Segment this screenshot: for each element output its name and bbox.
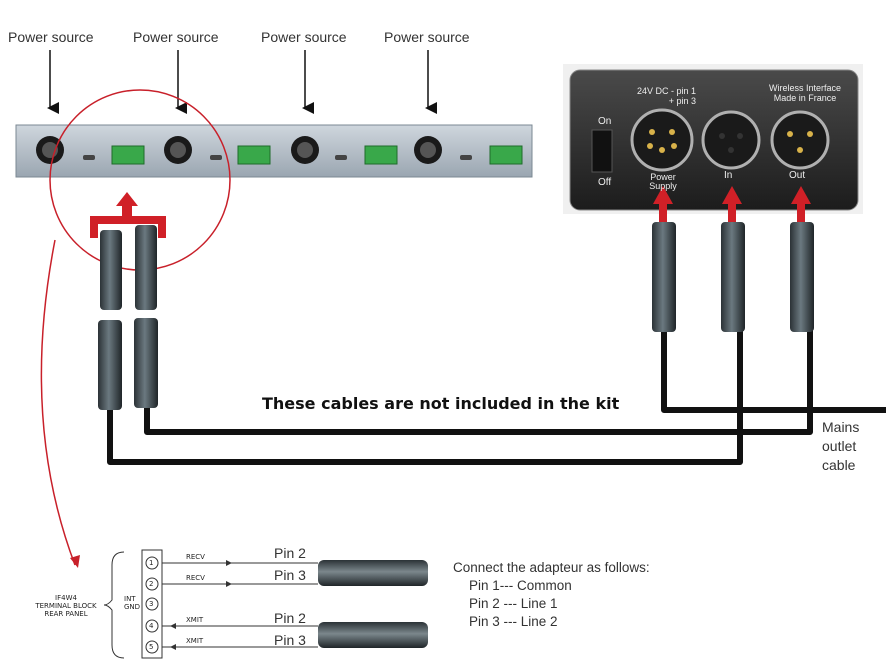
cables [107, 330, 886, 465]
terminal-title-3: REAR PANEL [44, 610, 88, 618]
instructions-heading: Connect the adapteur as follows: [453, 560, 650, 575]
wireless-interface-photo [563, 64, 863, 214]
adapter-plugs [318, 560, 428, 648]
pin-number-3: 3 [149, 600, 154, 608]
terminal-title-2: TERMINAL BLOCK [35, 602, 97, 610]
mains-line-1: Mains [822, 419, 860, 435]
power-arrows [47, 50, 437, 114]
instruction-line-1: Pin 1--- Common [469, 578, 572, 593]
on-label: On [598, 116, 612, 127]
pin-number-5: 5 [149, 643, 154, 651]
in-label: In [724, 170, 733, 181]
wireless-label-1: Wireless Interface [768, 83, 842, 93]
left-xlr-plugs [98, 225, 158, 410]
pin-number-4: 4 [149, 622, 154, 630]
out-label: Out [789, 170, 806, 181]
int-gnd-label: INT GND [124, 595, 140, 611]
power-supply-label: Power Supply [649, 172, 677, 191]
power-source-label-4: Power source [384, 29, 470, 45]
power-source-label-1: Power source [8, 29, 94, 45]
instruction-line-2: Pin 2 --- Line 1 [469, 596, 558, 611]
dc-label: 24V DC - pin 1 + pin 3 [626, 86, 696, 106]
right-xlr-plugs [652, 222, 814, 332]
mains-outlet-label: Mains outlet cable [822, 418, 859, 475]
pin-number-1: 1 [149, 559, 154, 567]
power-source-label-2: Power source [133, 29, 219, 45]
int-label: INT [124, 595, 136, 603]
mains-line-3: cable [822, 457, 856, 473]
wireless-label: Wireless Interface Made in France [750, 83, 860, 103]
terminal-title-1: IF4W4 [55, 594, 77, 602]
rack-panel [15, 124, 533, 178]
pin-label-3: Pin 2 [274, 610, 306, 626]
pin-label-1: Pin 2 [274, 545, 306, 561]
signal-recv-1: RECV [186, 553, 205, 561]
mains-line-2: outlet [822, 438, 857, 454]
pin-label-4: Pin 3 [274, 632, 306, 648]
power-source-label-3: Power source [261, 29, 347, 45]
terminal-block [103, 549, 318, 659]
wireless-label-2: Made in France [773, 93, 837, 103]
pointer-curve [40, 239, 76, 566]
signal-recv-2: RECV [186, 574, 205, 582]
device-red-arrows [653, 186, 811, 226]
signal-xmit-1: XMIT [186, 616, 204, 624]
off-label: Off [598, 177, 612, 188]
dc-label-2: + pin 3 [668, 96, 696, 106]
instructions: Connect the adapteur as follows: Pin 1--… [453, 559, 650, 631]
gnd-label: GND [124, 603, 141, 611]
red-bracket [90, 192, 166, 238]
dc-label-1: 24V DC - pin 1 [636, 86, 696, 96]
cables-note: These cables are not included in the kit [262, 394, 620, 413]
terminal-title: IF4W4 TERMINAL BLOCK REAR PANEL [30, 594, 102, 618]
pin-number-2: 2 [149, 580, 154, 588]
pin-label-2: Pin 3 [274, 567, 306, 583]
instruction-line-3: Pin 3 --- Line 2 [469, 614, 558, 629]
signal-xmit-2: XMIT [186, 637, 204, 645]
